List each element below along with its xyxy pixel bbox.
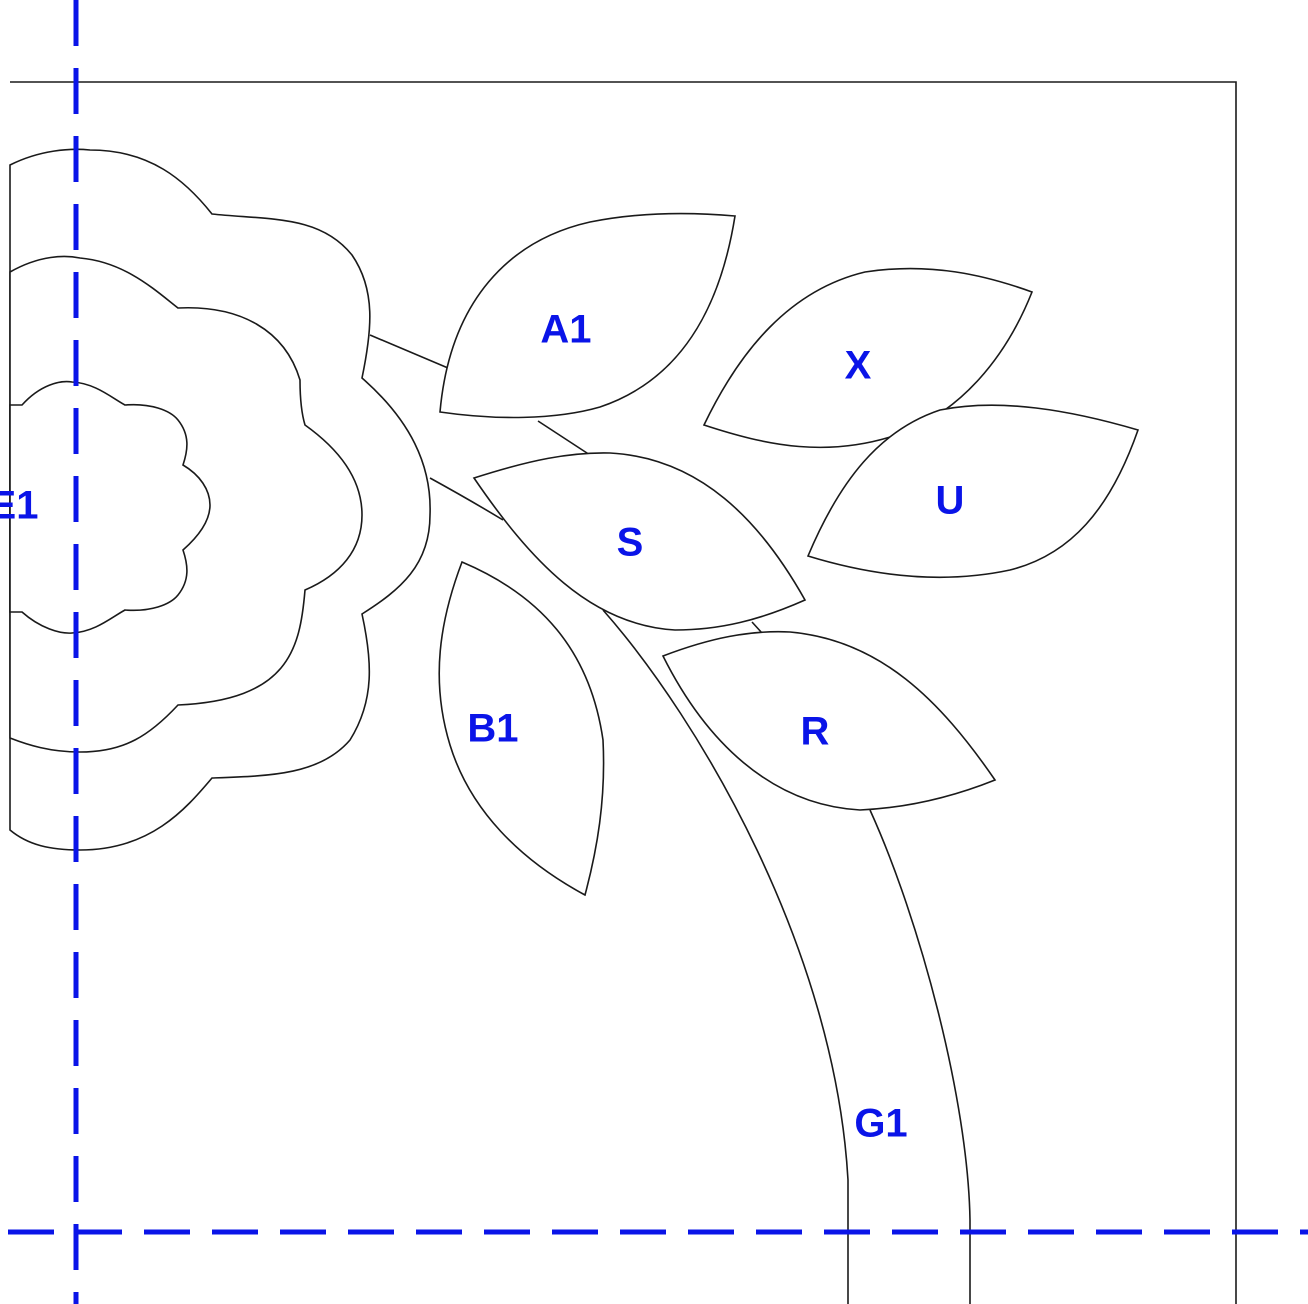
piece-label-S: S (617, 521, 644, 565)
piece-label-A1: A1 (540, 308, 591, 352)
piece-label-X: X (845, 344, 872, 388)
piece-label-G1: G1 (854, 1102, 907, 1146)
piece-label-R: R (801, 710, 830, 754)
piece-label-U: U (936, 479, 965, 523)
piece-A1-leaf (439, 212, 736, 419)
piece-label-E1: E1 (0, 484, 38, 528)
piece-R-leaf (661, 630, 997, 811)
piece-U-leaf (806, 404, 1140, 579)
piece-G1-inner-edge (869, 809, 971, 1304)
block-border (10, 81, 1237, 1304)
stem-line (751, 621, 763, 634)
stem-line (369, 334, 449, 369)
piece-B1-leaf (438, 560, 605, 897)
stem-line (429, 477, 504, 521)
stem-line (537, 420, 591, 456)
flower-inner-center (9, 380, 211, 634)
piece-S-leaf (472, 452, 807, 631)
piece-X-leaf (702, 267, 1034, 449)
piece-G1-outer-edge (602, 609, 849, 1304)
piece-label-B1: B1 (467, 707, 518, 751)
